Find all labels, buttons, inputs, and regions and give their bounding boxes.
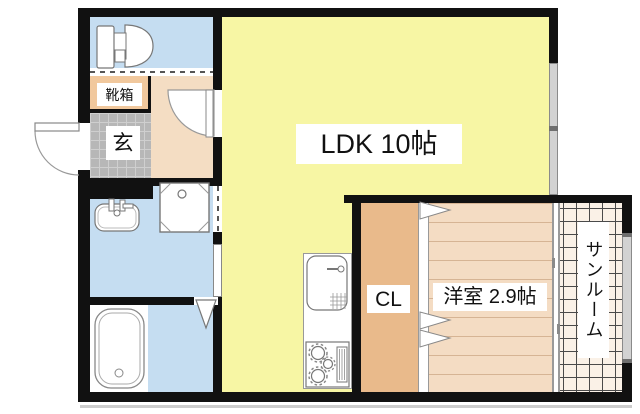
entrance-label: 玄 <box>106 126 140 160</box>
ldk-label: LDK 10帖 <box>296 124 462 164</box>
bathroom-folding-door-icon <box>194 297 218 330</box>
partition-handle-icon <box>552 258 555 268</box>
partition-handle-icon <box>557 324 560 334</box>
shoe-box-label: 靴箱 <box>97 83 142 106</box>
wall-left-lower <box>78 170 90 392</box>
kitchen-sink-icon <box>306 255 348 311</box>
entry-door-swing-icon <box>34 122 80 176</box>
wall-sunroom-east-lower <box>622 363 632 392</box>
toilet-door-line <box>90 68 213 76</box>
room-bathroom <box>148 305 213 392</box>
wall-shoebox-bottom <box>90 109 151 113</box>
entry-door-gap <box>78 123 90 170</box>
room-ldk <box>222 17 549 195</box>
wall-sunroom-east-upper <box>622 203 632 233</box>
closet-folding-door <box>418 203 429 392</box>
closet-fold-marks-icon <box>419 201 452 348</box>
washroom-opening-line <box>213 186 222 232</box>
wall-middle-c <box>213 232 222 244</box>
ldk-window-mullion <box>549 126 558 131</box>
sunroom-window-cap <box>622 359 632 363</box>
closet-label: CL <box>367 285 410 313</box>
sunroom-partition-window <box>552 203 560 392</box>
wall-middle-d <box>213 297 222 392</box>
kitchen-stove-icon <box>305 341 350 388</box>
wall-hall-washroom-thin <box>153 178 213 186</box>
western-room-label: 洋室 2.9帖 <box>433 283 547 311</box>
wall-middle-b <box>213 137 222 186</box>
bathtub-icon <box>94 308 145 389</box>
wall-bedroom-top <box>344 195 632 203</box>
wall-left-upper <box>78 16 90 123</box>
wall-ldk-east-upper <box>549 8 558 63</box>
plan-bottom-shadow <box>80 405 632 408</box>
wall-middle-a <box>213 16 222 90</box>
wall-hall-washroom <box>78 178 153 199</box>
washing-machine-pan-icon <box>159 182 210 233</box>
sunroom-window-cap <box>622 233 632 237</box>
wall-bath-divider <box>78 297 197 305</box>
wall-shoebox-right <box>148 76 151 109</box>
wall-kitchen-side <box>352 203 361 392</box>
washroom-door <box>213 244 222 297</box>
hall-door-swing-icon <box>167 89 215 138</box>
sunroom-label: サンルーム <box>578 222 609 358</box>
toilet-icon <box>96 24 154 69</box>
washbasin-icon <box>94 198 140 232</box>
wall-bottom <box>78 392 632 402</box>
sunroom-east-window <box>622 233 632 363</box>
wall-top <box>78 8 558 17</box>
